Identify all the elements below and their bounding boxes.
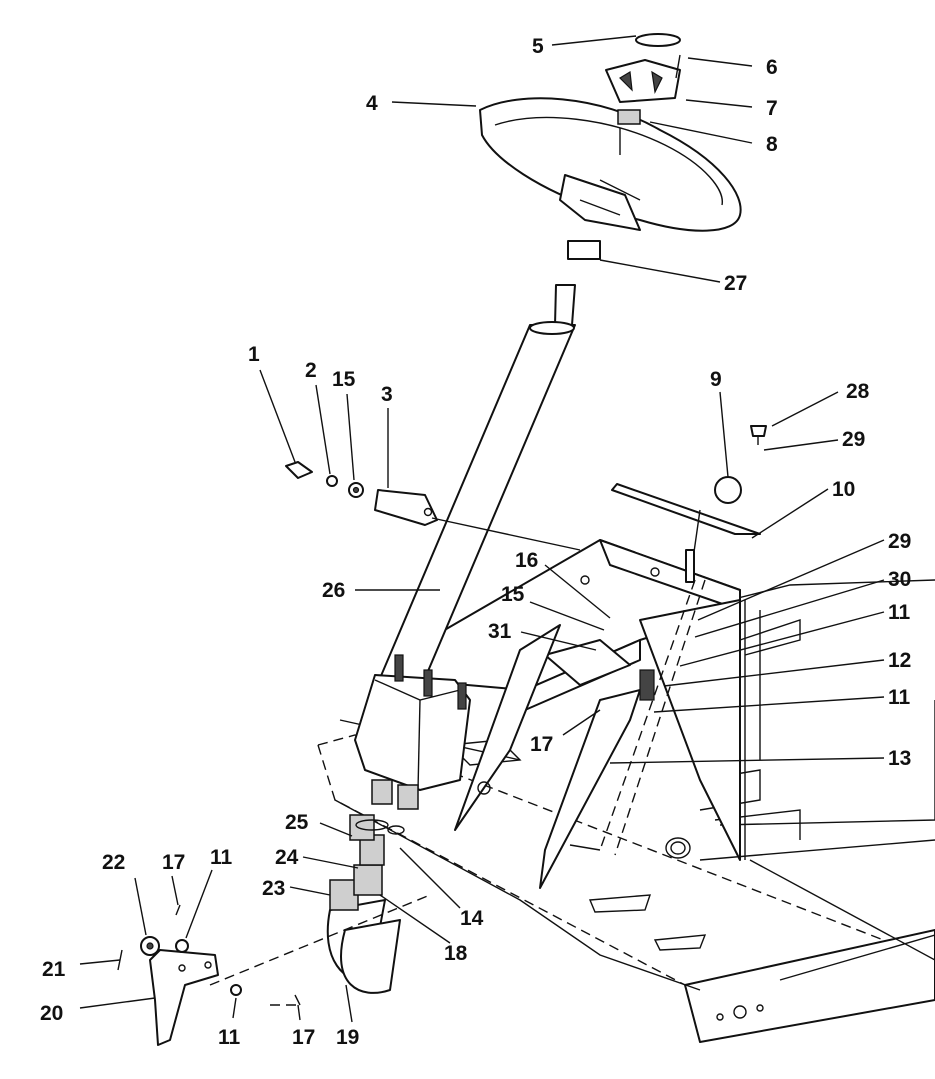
callout-10: 10: [832, 478, 855, 501]
callout-7: 7: [766, 97, 778, 120]
hydraulic-hoses: [326, 814, 405, 994]
callout-13: 13: [888, 747, 911, 770]
callout-12: 12: [888, 649, 911, 672]
callout-28: 28: [846, 380, 870, 403]
column-bracket: [285, 461, 581, 551]
callout-31: 31: [488, 620, 512, 643]
callout-11-upper: 11: [888, 601, 911, 624]
callout-23: 23: [262, 877, 285, 900]
callout-27: 27: [724, 272, 747, 295]
callout-2: 2: [305, 359, 317, 382]
callout-1: 1: [248, 343, 260, 366]
lever-assembly: [569, 425, 767, 856]
callout-20: 20: [40, 1002, 63, 1025]
console-mount-plate: [409, 539, 741, 889]
callout-22: 22: [102, 851, 125, 874]
callout-17-bottom: 17: [292, 1026, 315, 1049]
callout-6: 6: [766, 56, 778, 79]
pitman-arm: [117, 894, 431, 1046]
callout-25: 25: [285, 811, 309, 834]
callout-30: 30: [888, 568, 911, 591]
leader-lines: [79, 35, 885, 1023]
callout-16: 16: [515, 549, 538, 572]
callout-5: 5: [532, 35, 544, 58]
cap-and-nut: [567, 33, 681, 260]
callout-26: 26: [322, 579, 345, 602]
callout-17-left: 17: [162, 851, 185, 874]
callout-3: 3: [381, 383, 393, 406]
callout-24: 24: [275, 846, 299, 869]
callout-11-lower: 11: [888, 686, 911, 709]
steering-wheel: [479, 97, 742, 232]
callout-labels: 5 6 4 7 8 27 1 2 15 3 9 28 29 10 29 16 3…: [40, 35, 911, 1049]
callout-29-mid: 29: [888, 530, 911, 553]
callout-21: 21: [42, 958, 66, 981]
callout-4: 4: [366, 92, 378, 115]
callout-14: 14: [460, 907, 484, 930]
steering-column: [354, 128, 621, 810]
callout-9: 9: [710, 368, 722, 391]
callout-29-top: 29: [842, 428, 865, 451]
callout-15-top: 15: [332, 368, 356, 391]
callout-11-left: 11: [210, 846, 233, 869]
callout-17-mid: 17: [530, 733, 553, 756]
callout-8: 8: [766, 133, 778, 156]
callout-15-mid: 15: [501, 583, 525, 606]
callout-18: 18: [444, 942, 468, 965]
callout-11-bottom: 11: [218, 1026, 241, 1049]
callout-19: 19: [336, 1026, 359, 1049]
